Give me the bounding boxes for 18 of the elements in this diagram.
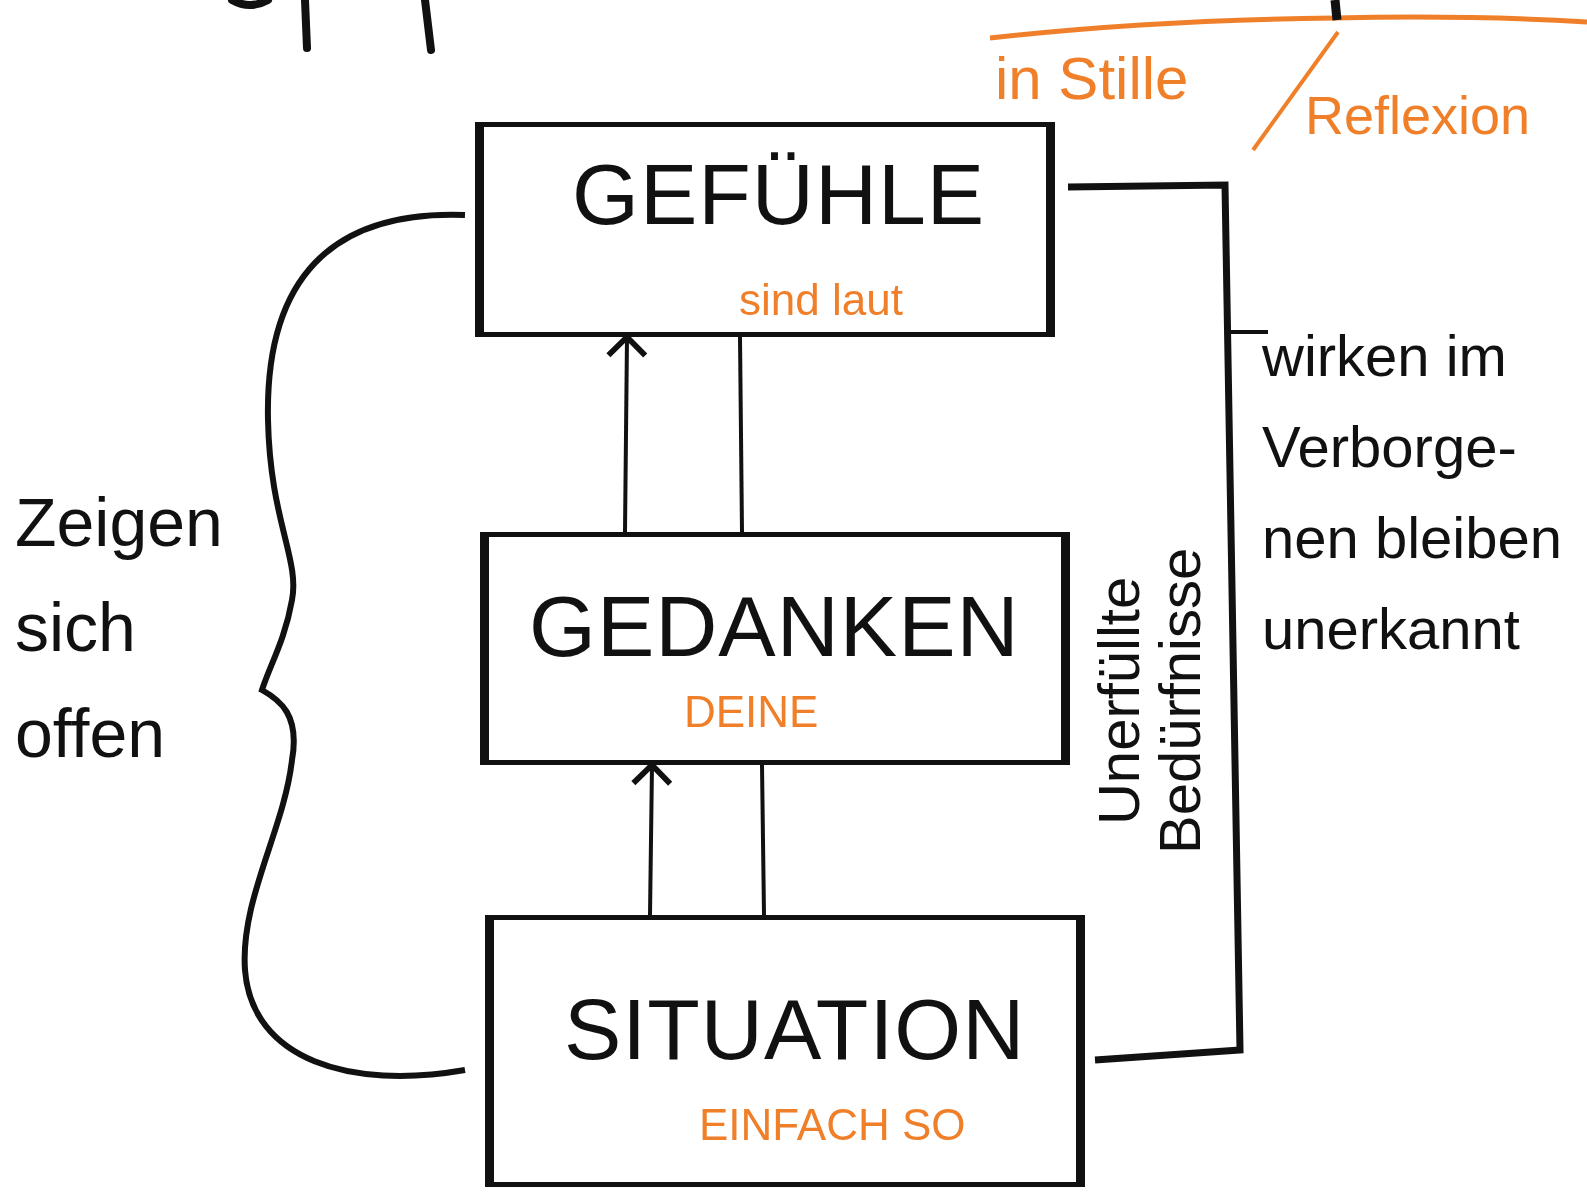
- box-subtitle: sind laut: [739, 275, 903, 325]
- arrow: [630, 762, 674, 916]
- connector-line: [738, 336, 744, 533]
- side-note: wirken im Verborge- nen bleiben unerkannt: [1262, 322, 1563, 664]
- process-box: [475, 122, 1055, 337]
- box-subtitle: DEINE: [684, 687, 819, 737]
- note-text: in Stille: [995, 44, 1190, 114]
- connector-line: [760, 764, 766, 916]
- process-box: [485, 915, 1085, 1187]
- brace-label: Zeigen sich offen: [15, 483, 224, 773]
- process-box: [480, 532, 1070, 765]
- box-title: SITUATION: [564, 980, 1026, 1079]
- vertical-label: Unerfüllte Bedürfnisse: [1089, 546, 1211, 857]
- note-text: Reflexion: [1305, 84, 1532, 147]
- box-title: GEDANKEN: [529, 577, 1020, 676]
- box-title: GEFÜHLE: [572, 145, 986, 244]
- box-subtitle: EINFACH SO: [699, 1100, 966, 1150]
- arrow: [605, 334, 649, 533]
